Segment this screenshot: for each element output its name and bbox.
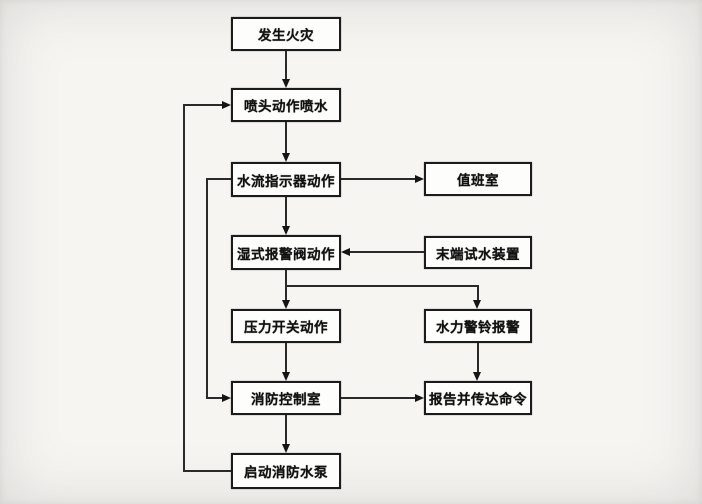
node-duty-room: 值班室 [424,162,532,196]
arrowhead-control-room-to-start-pump [282,444,290,453]
node-start-fire-pump: 启动消防水泵 [231,453,341,489]
connector-hydraulic-bell-to-report [477,343,479,373]
connector-pressure-switch-to-control-room [285,343,287,373]
connector-flow-indicator-to-wet-valve [285,197,287,227]
node-water-flow-indicator-label: 水流指示器动作 [237,173,335,190]
connector-end-test-to-wet-valve [350,251,424,253]
arrowhead-hydraulic-bell-to-report [473,372,481,381]
node-end-test-device-label: 末端试水装置 [436,246,520,263]
node-pressure-switch: 压力开关动作 [231,309,341,343]
connector-flow-indicator-to-duty-room [341,178,415,180]
arrowhead-flow-indicator-to-control-room [222,394,231,402]
node-fire-control-room-label: 消防控制室 [251,392,321,408]
node-start-fire-pump-label: 启动消防水泵 [244,465,328,481]
node-fire-control-room: 消防控制室 [231,381,341,415]
node-duty-room-label: 值班室 [457,173,499,189]
node-sprinkler-sprays-label: 喷头动作喷水 [244,99,328,115]
connector-pump-feedback-vertical [183,104,185,472]
node-fire-occurs: 发生火灾 [231,17,341,51]
connector-flow-indicator-feedback-vertical [206,178,208,399]
connector-fire-to-sprinkler [285,51,287,80]
node-hydraulic-alarm-bell-label: 水力警铃报警 [436,320,520,336]
node-end-test-device: 末端试水装置 [424,236,532,269]
connector-control-room-to-report [341,397,415,399]
node-hydraulic-alarm-bell: 水力警铃报警 [424,309,532,343]
arrowhead-control-room-to-report [415,394,424,402]
arrowhead-pressure-switch-to-control-room [282,372,290,381]
connector-pump-feedback-bottom [183,470,231,472]
arrowhead-wet-valve-to-hydraulic-bell [473,300,481,309]
connector-wet-valve-to-hydraulic-bell [477,285,479,301]
connector-flow-indicator-feedback-top [206,178,231,180]
arrowhead-fire-to-sprinkler [282,79,290,88]
arrowhead-wet-valve-to-pressure-switch [282,300,290,309]
connector-sprinkler-to-flow-indicator [285,122,287,154]
node-report-orders-label: 报告并传达命令 [429,392,527,408]
arrowhead-sprinkler-to-flow-indicator [282,153,290,162]
connector-flow-indicator-feedback-bottom [206,397,222,399]
arrowhead-pump-to-sprinkler [222,101,231,109]
node-pressure-switch-label: 压力开关动作 [244,320,328,336]
connector-wet-valve-branch-horizontal [285,285,478,287]
connector-control-room-to-start-pump [285,415,287,444]
node-report-orders: 报告并传达命令 [424,381,532,415]
node-wet-alarm-valve: 湿式报警阀动作 [231,235,341,270]
arrowhead-flow-indicator-to-duty-room [415,175,424,183]
node-water-flow-indicator: 水流指示器动作 [231,162,341,197]
arrowhead-end-test-to-wet-valve [341,248,350,256]
node-sprinkler-sprays: 喷头动作喷水 [231,88,341,122]
node-wet-alarm-valve-label: 湿式报警阀动作 [237,246,335,263]
node-fire-occurs-label: 发生火灾 [258,28,314,44]
connector-pump-feedback-top [183,104,222,106]
arrowhead-flow-indicator-to-wet-valve [282,226,290,235]
